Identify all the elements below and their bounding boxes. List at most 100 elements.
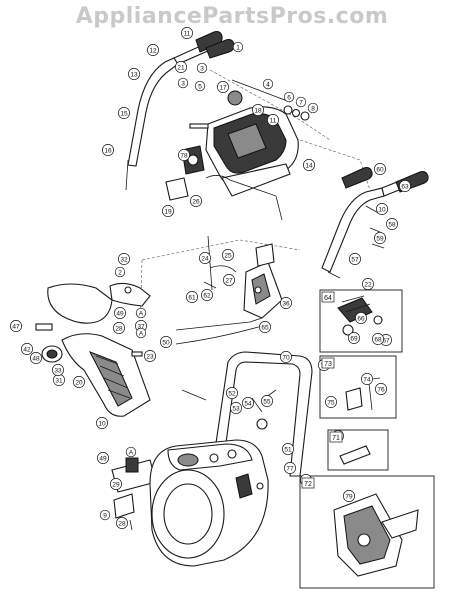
callout-circle [362,278,374,290]
callout-circle [261,395,273,407]
callout-number: 8 [311,105,315,112]
dashboard-panel[interactable] [205,106,299,197]
callout-number: 19 [164,208,172,215]
callout-number: 65 [261,324,269,331]
callout-c36: 36 [280,297,292,309]
callout-circle [223,274,235,286]
callout-c22: 22 [362,278,374,290]
callout-circle [114,307,126,319]
callout-number: 33 [54,367,62,374]
callout-number: 75 [327,399,335,406]
callout-number: 31 [55,377,63,384]
callout-number: 36 [282,300,290,307]
inset-label-box [321,291,335,303]
chute-ring-33[interactable] [41,345,63,363]
callout-number: 78 [180,152,188,159]
callout-circle [21,343,33,355]
callout-circle [374,163,386,175]
callout-number: 37 [137,323,145,330]
callout-circle [386,218,398,230]
callout-c47: 47 [10,320,22,332]
callout-circle [267,114,279,126]
inset-label-b71: 71 [332,435,340,442]
callout-c54: 54 [242,397,254,409]
callout-number: 22 [364,281,372,288]
inset-box-71 [327,429,389,471]
inset-box-72 [299,475,435,589]
callout-number: 69 [350,335,358,342]
callout-c24: 24 [199,252,211,264]
callout-number: 10 [98,420,106,427]
callout-circle [349,253,361,265]
callout-circle [282,443,294,455]
callout-number: 48 [32,355,40,362]
callout-c76: 76 [375,383,387,395]
callout-circle [30,352,42,364]
callout-circle [116,517,128,529]
callout-c10a: 10 [376,203,388,215]
callout-circle [348,332,360,344]
callout-c42: 42 [21,343,33,355]
callout-circle [230,402,242,414]
callout-c79: 79 [343,490,355,502]
callout-c53: 53 [230,402,242,414]
lever-bracket-36[interactable] [243,261,283,319]
callout-number: 28 [115,325,123,332]
callout-number: 57 [351,256,359,263]
callout-circle [177,77,189,89]
callout-number: 29 [112,481,120,488]
bracket-9 [113,493,135,519]
callout-number: 5 [198,83,202,90]
callout-number: 26 [192,198,200,205]
callout-number: 52 [228,390,236,397]
callout-c4: 4 [262,78,274,90]
callout-c62: 62 [201,289,213,301]
callout-number: 11 [184,30,191,37]
shift-knob-17[interactable] [227,90,243,106]
lever-26[interactable] [205,175,283,221]
callout-number: 70 [282,354,290,361]
callout-number: 16 [104,147,112,154]
callout-circle [144,350,156,362]
callout-circle [99,509,111,521]
callout-c48: 48 [30,352,42,364]
chute-deflector-31[interactable] [47,283,113,324]
callout-circle [374,232,386,244]
callout-c60: 60 [374,163,386,175]
callout-number: 49 [99,455,107,462]
discharge-chute-28[interactable] [61,333,151,417]
callout-circle [160,336,172,348]
callout-number: 20 [75,379,83,386]
knob-5[interactable] [283,105,293,115]
shift-rod[interactable] [231,79,291,103]
callout-number: 21 [177,64,185,71]
callout-c8: 8 [307,102,319,114]
shift-rod-23[interactable] [175,317,263,331]
callout-circle [110,478,122,490]
callout-number: 61 [188,294,196,301]
callout-circle [325,396,337,408]
callout-c10b: 10 [96,417,108,429]
rod-24[interactable] [203,235,217,291]
callout-number: 13 [130,71,138,78]
callout-circle [226,387,238,399]
callout-circle [102,144,114,156]
bolt-28 [129,519,133,531]
callout-number: 6 [287,94,291,101]
spring-27 [209,265,237,273]
callout-number: 54 [244,400,252,407]
callout-c25: 25 [222,249,234,261]
callout-number: 11 [270,117,277,124]
callout-c28b: 28 [116,517,128,529]
callout-circle [118,253,130,265]
callout-number: 10 [378,206,386,213]
callout-circle [361,373,373,385]
plate-64 [255,243,275,267]
auger-housing[interactable] [149,439,269,567]
callout-circle [376,203,388,215]
callout-number: 59 [376,235,384,242]
chute-bracket-36[interactable] [109,282,151,307]
callout-number: 79 [345,493,353,500]
bolt-15 [189,123,209,129]
